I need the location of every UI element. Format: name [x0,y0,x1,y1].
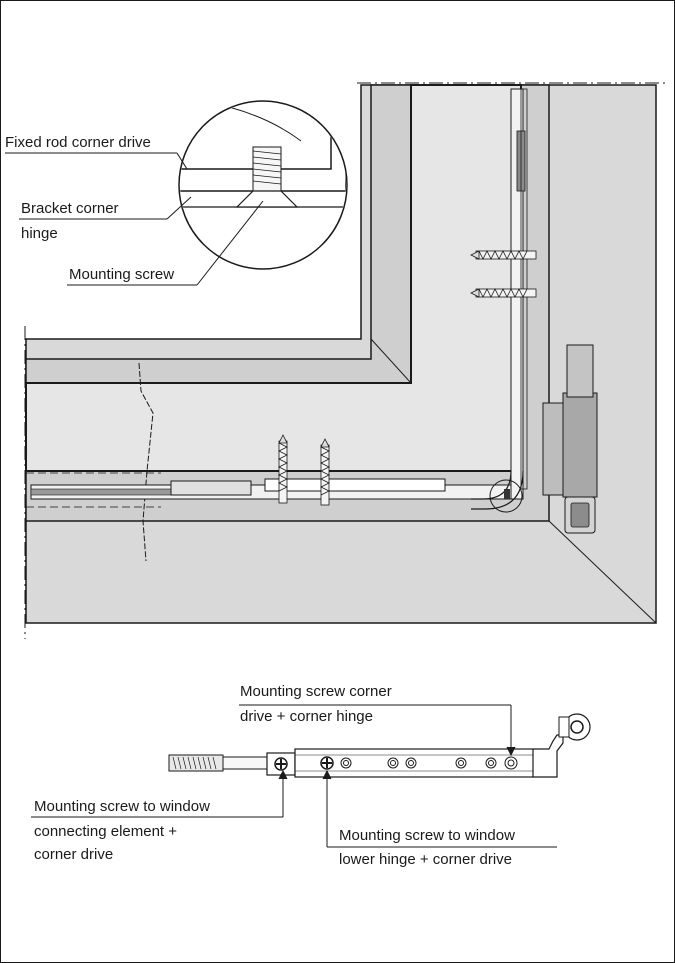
break-line [138,362,154,562]
screw-vertical-2 [320,438,330,506]
leader-lines-bottom [31,704,557,848]
label-fixed-rod-corner-drive: Fixed rod corner drive [5,134,151,151]
label-corner-screw-2: drive + corner hinge [240,708,373,725]
label-lower-hinge-2: lower hinge + corner drive [339,851,513,868]
phillips-screw-2 [320,756,334,770]
label-bracket-corner-hinge-2: hinge [21,225,58,242]
label-corner-screw-1: Mounting screw corner [240,683,392,700]
label-bracket-corner-hinge-1: Bracket corner [21,200,119,217]
phillips-screw-1 [274,757,288,771]
label-window-connect-1: Mounting screw to window [34,798,210,815]
mitre-line-inner [370,338,412,384]
label-window-connect-3: corner drive [34,846,114,863]
corner-drive-part [168,713,591,778]
mitre-line-outer [548,520,657,624]
hinge-body [542,402,566,496]
torx-holes [340,756,518,770]
screw-horizontal-1 [470,250,537,260]
label-lower-hinge-1: Mounting screw to window [339,827,515,844]
screw-vertical-1 [278,434,288,504]
label-window-connect-2: connecting element + [34,823,178,840]
detail-circle-small [489,479,523,513]
label-mounting-screw: Mounting screw [69,266,175,283]
screws [278,250,537,506]
screw-horizontal-2 [470,288,537,298]
leader-lines-top [5,152,264,286]
magnified-detail [178,100,348,270]
corner-bend [471,470,512,500]
